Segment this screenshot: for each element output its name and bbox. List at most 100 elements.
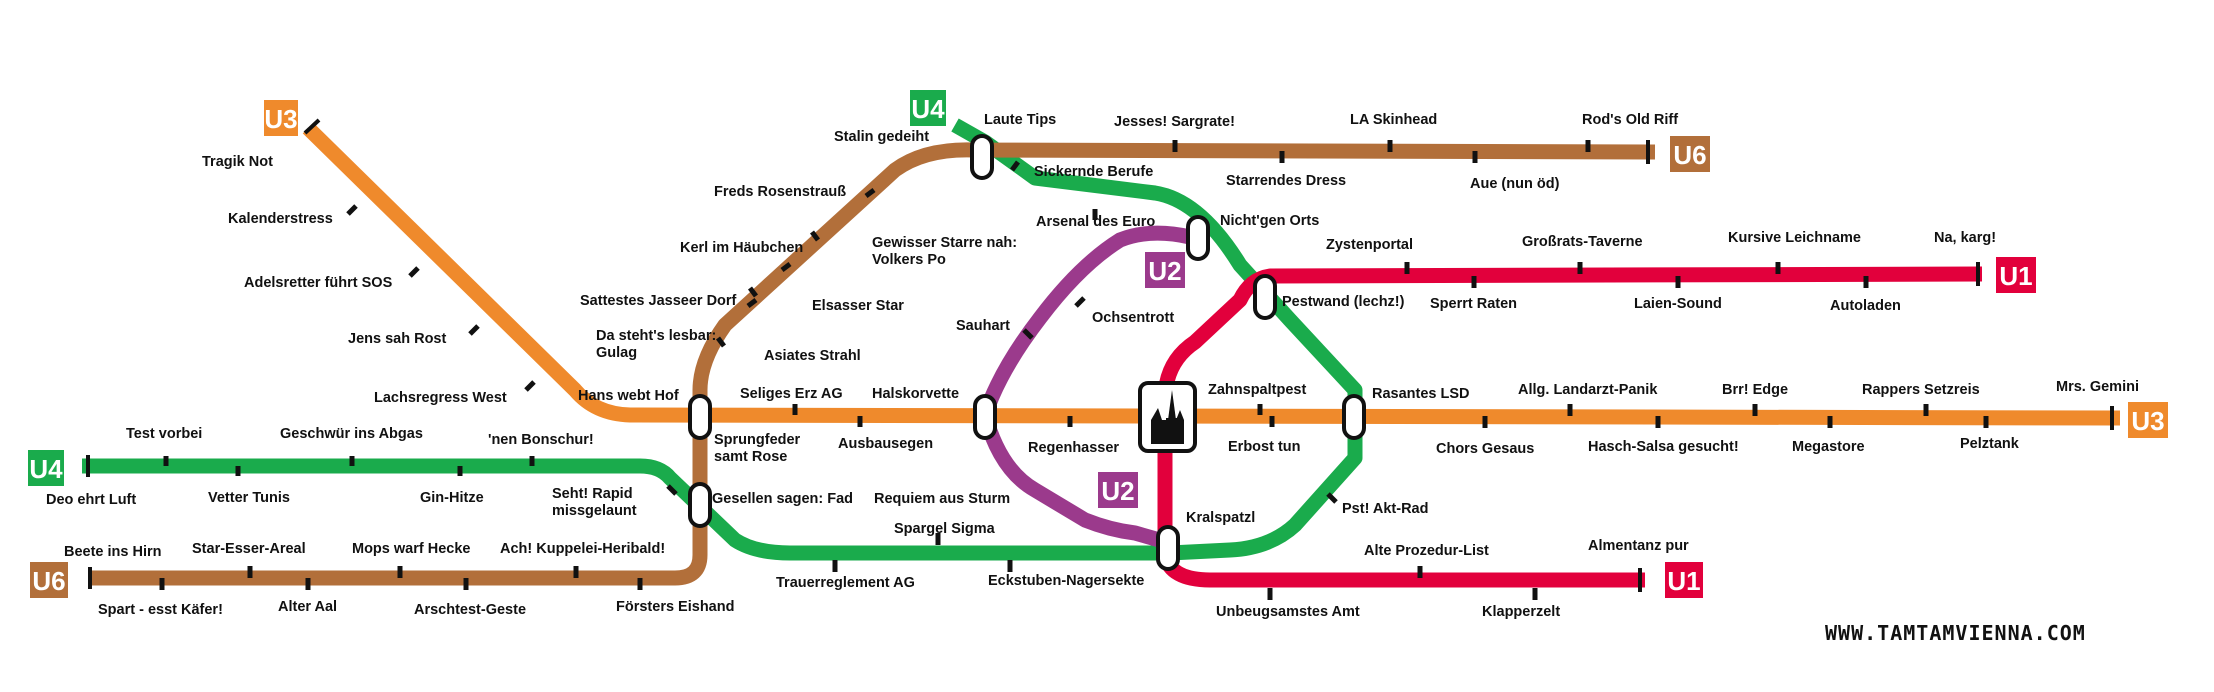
station-label-la-skinhead[interactable]: LA Skinhead xyxy=(1350,112,1437,128)
transfer-station-halskorvette[interactable] xyxy=(973,394,997,440)
station-label-adelsretter-führt-sos[interactable]: Adelsretter führt SOS xyxy=(244,275,393,291)
station-label-aue-nun-öd[interactable]: Aue (nun öd) xyxy=(1470,176,1560,192)
station-label-chors-gesaus[interactable]: Chors Gesaus xyxy=(1436,441,1534,457)
station-label-jens-sah-rost[interactable]: Jens sah Rost xyxy=(348,331,446,347)
station-label-lachsregress-west[interactable]: Lachsregress West xyxy=(374,390,507,406)
line-badge-u6: U6 xyxy=(30,562,68,598)
station-label-großrats-taverne[interactable]: Großrats-Taverne xyxy=(1522,234,1643,250)
station-label-kursive-leichname[interactable]: Kursive Leichname xyxy=(1728,230,1861,246)
station-label-erbost-tun[interactable]: Erbost tun xyxy=(1228,439,1301,455)
line-u1 xyxy=(1157,266,1983,588)
station-label-na-karg[interactable]: Na, karg! xyxy=(1934,230,1996,246)
line-badge-u2: U2 xyxy=(1145,252,1185,288)
station-label-nen-bonschur[interactable]: 'nen Bonschur! xyxy=(488,432,594,448)
station-label-alter-aal[interactable]: Alter Aal xyxy=(278,599,337,615)
station-label-gin-hitze[interactable]: Gin-Hitze xyxy=(420,490,484,506)
station-label-pst-akt-rad[interactable]: Pst! Akt-Rad xyxy=(1342,501,1428,517)
station-label-zystenportal[interactable]: Zystenportal xyxy=(1326,237,1413,253)
station-label-pestwand-lechz[interactable]: Pestwand (lechz!) xyxy=(1282,294,1405,310)
station-label-jesses-sargrate[interactable]: Jesses! Sargrate! xyxy=(1114,114,1235,130)
station-label-spargel-sigma[interactable]: Spargel Sigma xyxy=(894,521,996,537)
station-label-arschtest-geste[interactable]: Arschtest-Geste xyxy=(414,602,526,618)
station-label-mrs-gemini[interactable]: Mrs. Gemini xyxy=(2056,379,2139,395)
transfer-station-gesellen-sagen-fad[interactable] xyxy=(688,482,712,528)
central-station-zahnspaltpest[interactable] xyxy=(1138,381,1197,453)
line-badge-label: U6 xyxy=(1673,140,1706,170)
station-label-gesellen-sagen-fad[interactable]: Gesellen sagen: Fad xyxy=(712,491,853,507)
station-tick xyxy=(1010,160,1020,172)
transfer-station-rasantes-lsd[interactable] xyxy=(1342,394,1366,440)
line-badge-u2: U2 xyxy=(1098,472,1138,508)
transfer-station-laute-tips[interactable] xyxy=(970,134,994,180)
station-label-försters-eishand[interactable]: Försters Eishand xyxy=(616,599,734,615)
station-label-nicht-gen-orts[interactable]: Nicht'gen Orts xyxy=(1220,213,1319,229)
station-label-hasch-salsa-gesucht[interactable]: Hasch-Salsa gesucht! xyxy=(1588,439,1739,455)
station-label-arsenal-des-euro[interactable]: Arsenal des Euro xyxy=(1036,214,1155,230)
station-label-brr-edge[interactable]: Brr! Edge xyxy=(1722,382,1788,398)
station-label-deo-ehrt-luft[interactable]: Deo ehrt Luft xyxy=(46,492,136,508)
transfer-station-nichtgen-orts[interactable] xyxy=(1186,215,1210,261)
station-label-spart-esst-käfer[interactable]: Spart - esst Käfer! xyxy=(98,602,223,618)
station-label-starrendes-dress[interactable]: Starrendes Dress xyxy=(1226,173,1346,189)
station-label-klapperzelt[interactable]: Klapperzelt xyxy=(1482,604,1560,620)
line-badge-label: U3 xyxy=(264,104,297,134)
station-label-freds-rosenstrauß[interactable]: Freds Rosenstrauß xyxy=(714,184,846,200)
station-label-trauerreglement-ag[interactable]: Trauerreglement AG xyxy=(776,575,915,591)
station-label-geschwür-ins-abgas[interactable]: Geschwür ins Abgas xyxy=(280,426,423,442)
station-label-zahnspaltpest[interactable]: Zahnspaltpest xyxy=(1208,382,1306,398)
station-label-rasantes-lsd[interactable]: Rasantes LSD xyxy=(1372,386,1470,402)
transfer-station-pestwand[interactable] xyxy=(1253,274,1277,320)
line-u2 xyxy=(977,225,1192,551)
station-label-alte-prozedur-list[interactable]: Alte Prozedur-List xyxy=(1364,543,1489,559)
station-label-rappers-setzreis[interactable]: Rappers Setzreis xyxy=(1862,382,1980,398)
station-label-laute-tips[interactable]: Laute Tips xyxy=(984,112,1056,128)
station-tick xyxy=(1326,492,1338,504)
station-label-gewisser-starre-nah-volkers-po[interactable]: Gewisser Starre nah:Volkers Po xyxy=(872,235,1017,268)
station-label-test-vorbei[interactable]: Test vorbei xyxy=(126,426,202,442)
station-label-regenhasser[interactable]: Regenhasser xyxy=(1028,440,1119,456)
station-label-megastore[interactable]: Megastore xyxy=(1792,439,1865,455)
station-label-beete-ins-hirn[interactable]: Beete ins Hirn xyxy=(64,544,162,560)
station-label-sperrt-raten[interactable]: Sperrt Raten xyxy=(1430,296,1517,312)
station-label-eckstuben-nagersekte[interactable]: Eckstuben-Nagersekte xyxy=(988,573,1144,589)
station-label-mops-warf-hecke[interactable]: Mops warf Hecke xyxy=(352,541,470,557)
station-label-da-steht-s-lesbar-gulag[interactable]: Da steht's lesbar:Gulag xyxy=(596,328,716,361)
line-u4 xyxy=(82,118,1363,561)
station-label-vetter-tunis[interactable]: Vetter Tunis xyxy=(208,490,290,506)
station-label-almentanz-pur[interactable]: Almentanz pur xyxy=(1588,538,1689,554)
station-tick xyxy=(780,262,792,272)
station-label-ach-kuppelei-heribald[interactable]: Ach! Kuppelei-Heribald! xyxy=(500,541,665,557)
station-label-tragik-not[interactable]: Tragik Not xyxy=(202,154,273,170)
station-label-sattestes-jasseer-dorf[interactable]: Sattestes Jasseer Dorf xyxy=(580,293,737,309)
station-label-sauhart[interactable]: Sauhart xyxy=(956,318,1010,334)
transfer-station-kralspatzl[interactable] xyxy=(1156,525,1180,571)
station-label-stalin-gedeiht[interactable]: Stalin gedeiht xyxy=(834,129,929,145)
station-label-pelztank[interactable]: Pelztank xyxy=(1960,436,2020,452)
station-tick xyxy=(408,266,420,278)
station-label-autoladen[interactable]: Autoladen xyxy=(1830,298,1901,314)
station-label-sickernde-berufe[interactable]: Sickernde Berufe xyxy=(1034,164,1153,180)
station-label-ausbausegen[interactable]: Ausbausegen xyxy=(838,436,933,452)
line-badge-label: U2 xyxy=(1148,256,1181,286)
station-label-hans-webt-hof[interactable]: Hans webt Hof xyxy=(578,388,679,404)
station-label-elsasser-star[interactable]: Elsasser Star xyxy=(812,298,904,314)
station-label-rod-s-old-riff[interactable]: Rod's Old Riff xyxy=(1582,112,1678,128)
station-label-asiates-strahl[interactable]: Asiates Strahl xyxy=(764,348,861,364)
station-label-halskorvette[interactable]: Halskorvette xyxy=(872,386,959,402)
station-label-seliges-erz-ag[interactable]: Seliges Erz AG xyxy=(740,386,843,402)
station-label-kerl-im-häubchen[interactable]: Kerl im Häubchen xyxy=(680,240,803,256)
station-label-star-esser-areal[interactable]: Star-Esser-Areal xyxy=(192,541,306,557)
station-label-laien-sound[interactable]: Laien-Sound xyxy=(1634,296,1722,312)
transfer-station-hans-webt-hof[interactable] xyxy=(688,394,712,440)
station-label-kralspatzl[interactable]: Kralspatzl xyxy=(1186,510,1255,526)
station-label-ochsentrott[interactable]: Ochsentrott xyxy=(1092,310,1174,326)
station-tick xyxy=(746,298,758,308)
line-badge-label: U3 xyxy=(2131,406,2164,436)
station-label-allg-landarzt-panik[interactable]: Allg. Landarzt-Panik xyxy=(1518,382,1658,398)
station-label-unbeugsamstes-amt[interactable]: Unbeugsamstes Amt xyxy=(1216,604,1360,620)
station-label-kalenderstress[interactable]: Kalenderstress xyxy=(228,211,333,227)
station-label-requiem-aus-sturm[interactable]: Requiem aus Sturm xyxy=(874,491,1010,507)
